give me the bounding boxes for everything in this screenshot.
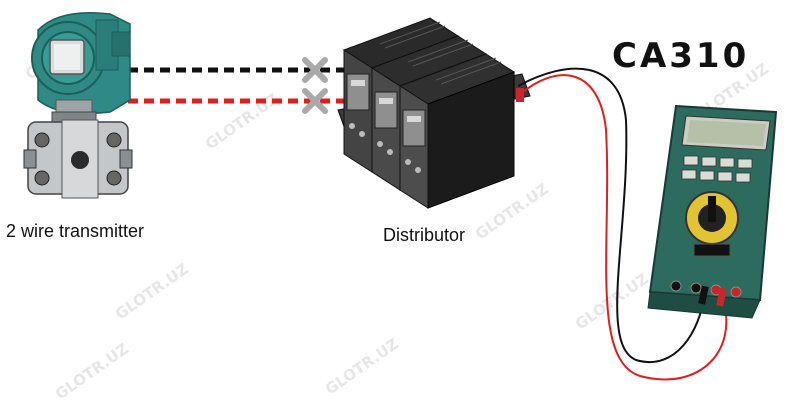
- black-test-lead: [517, 67, 705, 363]
- watermark-text: GLOTR.UZ: [572, 270, 652, 334]
- transmitter-icon: [23, 11, 133, 199]
- multimeter-icon: [647, 104, 778, 319]
- red-test-lead: [517, 74, 728, 381]
- disconnect-cross-icon: [302, 57, 328, 114]
- distributor-label: Distributor: [383, 225, 466, 245]
- watermark-text: GLOTR.UZ: [322, 335, 402, 399]
- watermark-text: GLOTR.UZ: [472, 180, 552, 244]
- distributor-icon: [337, 17, 531, 209]
- transmitter-label: 2 wire transmitter: [6, 221, 145, 241]
- watermark-text: GLOTR.UZ: [52, 340, 132, 404]
- product-title: CA310: [612, 36, 750, 76]
- watermark-text: GLOTR.UZ: [112, 260, 192, 324]
